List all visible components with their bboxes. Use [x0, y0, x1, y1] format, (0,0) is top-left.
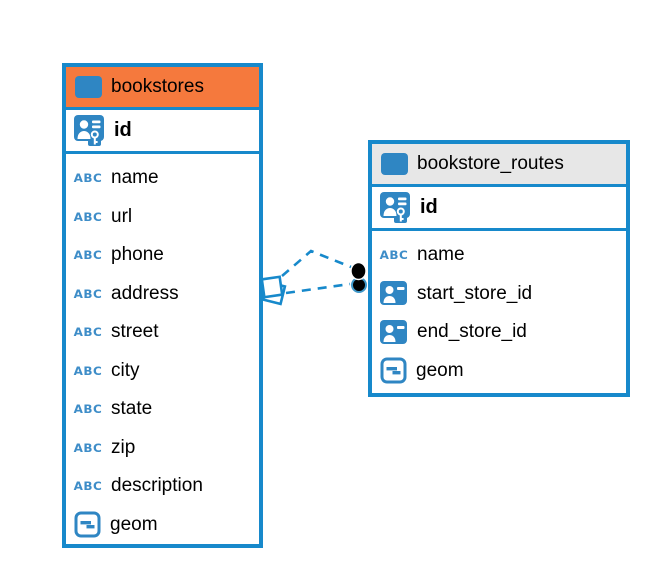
relationship-line-upper: [281, 249, 352, 277]
geometry-type-icon: [380, 357, 407, 384]
column-row[interactable]: ABC state: [74, 390, 251, 429]
dot-marker: [350, 261, 367, 293]
column-row[interactable]: ABC address: [74, 275, 251, 314]
column-name: geom: [416, 359, 464, 381]
text-type-icon: ABC: [73, 402, 103, 416]
table-icon: [381, 153, 408, 175]
text-type-icon: ABC: [73, 287, 103, 301]
column-row[interactable]: start_store_id: [380, 275, 618, 314]
column-row[interactable]: ABC name: [74, 159, 251, 198]
column-row[interactable]: ABC description: [74, 467, 251, 506]
foreign-key-icon: [380, 319, 408, 345]
column-name: state: [111, 398, 153, 420]
table-bookstores[interactable]: bookstores id ABC na: [62, 63, 263, 548]
text-type-icon: ABC: [73, 325, 103, 339]
table-bookstores-header[interactable]: bookstores: [66, 67, 259, 110]
column-name: geom: [110, 513, 158, 535]
column-name: description: [111, 475, 203, 497]
text-type-icon: ABC: [73, 210, 103, 224]
column-name: url: [111, 205, 133, 227]
column-name: end_store_id: [417, 321, 527, 343]
table-bookstore-routes[interactable]: bookstore_routes id ABC: [368, 140, 630, 397]
table-icon: [75, 76, 102, 98]
column-name: name: [417, 244, 465, 266]
column-name: zip: [111, 436, 136, 458]
diamond-marker: [260, 275, 287, 306]
column-name: name: [111, 167, 159, 189]
table-title: bookstores: [111, 76, 204, 97]
column-row[interactable]: ABC city: [74, 352, 251, 391]
column-name: start_store_id: [417, 282, 533, 304]
column-row[interactable]: ABC zip: [74, 429, 251, 468]
relationship-line-lower: [285, 282, 351, 295]
column-name: street: [111, 321, 159, 343]
pk-column-name: id: [114, 119, 132, 141]
column-row[interactable]: ABC url: [74, 198, 251, 237]
table-bookstore-routes-columns: ABC name start_store_id: [372, 231, 626, 390]
pk-row[interactable]: id: [372, 187, 626, 231]
column-name: phone: [111, 244, 164, 266]
column-row[interactable]: ABC street: [74, 313, 251, 352]
primary-key-icon: [380, 191, 411, 224]
text-type-icon: ABC: [73, 248, 103, 262]
column-row[interactable]: end_store_id: [380, 313, 618, 352]
column-row[interactable]: ABC name: [380, 236, 618, 275]
geometry-type-icon: [74, 511, 101, 538]
text-type-icon: ABC: [73, 479, 103, 493]
text-type-icon: ABC: [379, 248, 409, 262]
column-name: city: [111, 359, 140, 381]
table-title: bookstore_routes: [417, 153, 564, 174]
column-row[interactable]: geom: [380, 352, 618, 391]
foreign-key-icon: [380, 281, 408, 306]
text-type-icon: ABC: [73, 364, 103, 378]
pk-row[interactable]: id: [66, 110, 259, 154]
primary-key-icon: [74, 114, 105, 147]
pk-column-name: id: [420, 196, 438, 218]
column-name: address: [111, 282, 179, 304]
table-bookstores-columns: ABC name ABC url ABC phone ABC address A…: [66, 154, 259, 544]
table-bookstore-routes-header[interactable]: bookstore_routes: [372, 144, 626, 187]
column-row[interactable]: geom: [74, 506, 251, 545]
text-type-icon: ABC: [73, 171, 103, 185]
text-type-icon: ABC: [73, 441, 103, 455]
column-row[interactable]: ABC phone: [74, 236, 251, 275]
